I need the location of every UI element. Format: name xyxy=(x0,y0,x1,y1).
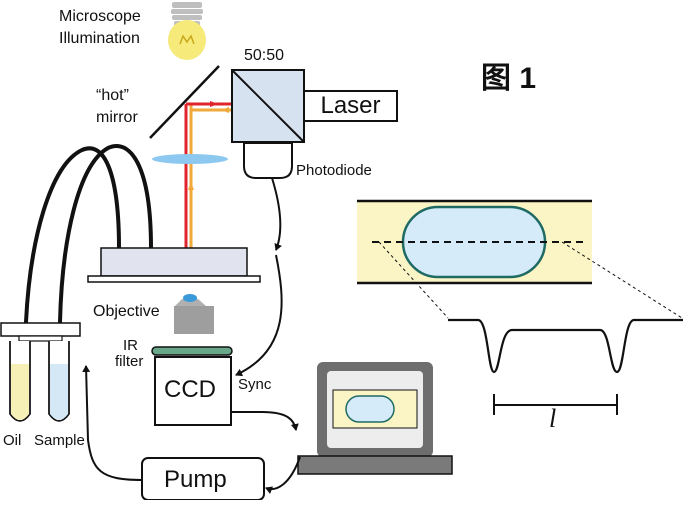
sample-vial xyxy=(48,341,70,422)
channel-zoom xyxy=(357,199,592,285)
beamsplitter-ratio-label: 50:50 xyxy=(244,47,285,64)
oil-vial xyxy=(9,341,31,422)
objective-icon xyxy=(174,294,214,334)
length-scale-bar xyxy=(493,394,618,415)
laser-label: Laser xyxy=(320,92,381,119)
projection-line-left xyxy=(378,241,449,319)
sync-label: Sync xyxy=(238,376,272,393)
ir-filter-label-line1: IR xyxy=(123,337,138,354)
ir-filter xyxy=(151,346,233,356)
oil-label: Oil xyxy=(3,432,22,449)
ccd-camera xyxy=(154,356,232,426)
ir-filter-label-line2: filter xyxy=(115,353,144,370)
light-bulb-icon xyxy=(168,2,206,60)
figure-label: 图 1 xyxy=(481,62,537,95)
signal-wires xyxy=(82,177,301,494)
hot-mirror-label-line1: “hot” xyxy=(96,87,129,104)
monitor-icon xyxy=(297,362,453,475)
microscope-illumination-label-line1: Microscope xyxy=(59,8,141,25)
laser-box: Laser xyxy=(303,90,398,122)
lens xyxy=(152,154,228,164)
microscope-illumination-label-line2: Illumination xyxy=(59,30,140,47)
beamsplitter-cube-icon xyxy=(231,69,305,143)
sample-label: Sample xyxy=(34,432,85,449)
ccd-label: CCD xyxy=(164,376,216,403)
vial-holder xyxy=(0,322,81,342)
photodiode-signal-trace xyxy=(448,318,683,374)
length-symbol-label: l xyxy=(549,404,557,433)
hot-mirror-label-line2: mirror xyxy=(96,109,138,126)
objective-label: Objective xyxy=(93,303,160,320)
photodiode-label: Photodiode xyxy=(296,162,372,179)
microfluidic-chip xyxy=(100,247,248,277)
hot-mirror xyxy=(149,65,220,139)
photodiode xyxy=(243,142,293,179)
pump-label: Pump xyxy=(164,466,227,493)
microscope-stage xyxy=(87,275,261,283)
tubing xyxy=(24,144,153,324)
